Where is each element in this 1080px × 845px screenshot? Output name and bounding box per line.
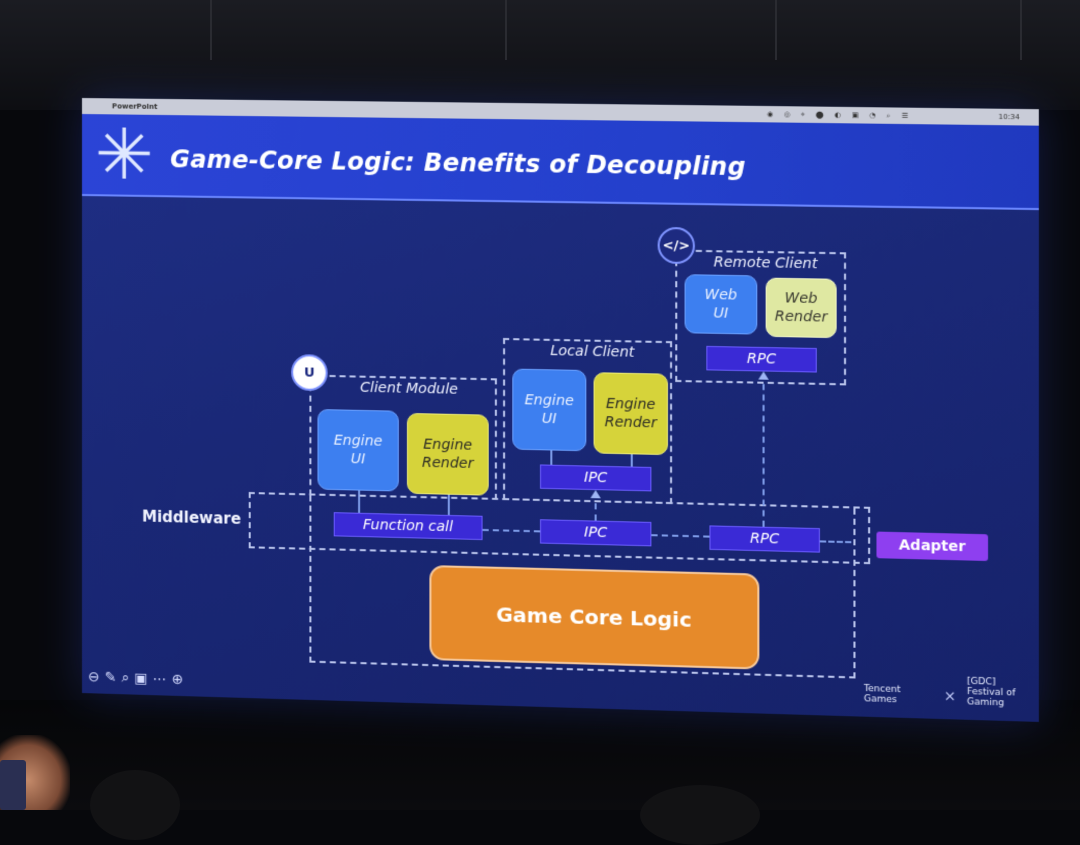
remote-client-label: Remote Client (713, 254, 818, 273)
more-icon[interactable]: ⋯ (152, 671, 172, 688)
web-render-tile: Web Render (765, 277, 837, 339)
local-ui-link (550, 450, 553, 465)
arrow-up-icon (758, 371, 769, 380)
local-engine-render-tile: Engine Render (593, 372, 668, 456)
client-module-label: Client Module (360, 379, 458, 398)
arrow-up-icon (590, 489, 601, 499)
ceiling-seam (1020, 0, 1022, 60)
menubar-clock: 10:34 (998, 112, 1020, 122)
presenter-toolbar: ⊖✎⌕▣⋯⊕ (88, 669, 189, 688)
tencent-games-brand: Tencent Games (863, 683, 901, 706)
slide-title: Game-Core Logic: Benefits of Decoupling (170, 145, 746, 182)
ceiling-seam (775, 0, 777, 60)
ceiling-seam (505, 0, 507, 60)
module-engine-render-tile: Engine Render (406, 412, 489, 496)
remote-rpc-bar: RPC (706, 345, 817, 373)
zoom-icon[interactable]: ⌕ (121, 670, 135, 687)
middleware-label: Middleware (142, 507, 242, 528)
title-band: ✳ Game-Core Logic: Benefits of Decouplin… (82, 113, 1039, 211)
menubar-app-name: PowerPoint (111, 102, 158, 111)
local-ipc-bar: IPC (540, 464, 652, 492)
web-ui-tile: Web UI (684, 274, 758, 335)
brand-separator: × (943, 688, 957, 706)
status-icons: ◉ ◎ ⌖ ⬤ ◐ ▣ ◔ ⌕ ☰ (766, 110, 913, 121)
ceiling-seam (210, 0, 212, 60)
gdc-brand: [GDC] Festival of Gaming (966, 676, 1016, 709)
rpc-vertical-link (762, 373, 765, 527)
forward-icon[interactable]: ⊕ (171, 671, 189, 689)
module-engine-ui-tile: Engine UI (317, 409, 399, 492)
unreal-engine-icon: U (291, 354, 328, 392)
game-core-logic-box: Game Core Logic (429, 565, 760, 670)
back-icon[interactable]: ⊖ (87, 669, 105, 686)
code-tag-icon: </> (657, 226, 695, 265)
audience-phone (0, 760, 26, 810)
adapter-box: Adapter (876, 531, 989, 562)
room-ceiling (0, 0, 1080, 110)
local-engine-ui-tile: Engine UI (512, 368, 587, 452)
local-render-link (630, 454, 633, 467)
slides-icon[interactable]: ▣ (134, 670, 153, 688)
local-client-label: Local Client (550, 342, 635, 361)
pen-icon[interactable]: ✎ (104, 669, 122, 687)
projected-slide: PowerPoint ◉ ◎ ⌖ ⬤ ◐ ▣ ◔ ⌕ ☰ 10:34 ✳ Gam… (82, 98, 1039, 722)
audience-head (90, 770, 180, 840)
audience-area (0, 700, 1080, 845)
tencent-star-logo-icon: ✳ (94, 113, 154, 197)
audience-head (640, 785, 760, 845)
